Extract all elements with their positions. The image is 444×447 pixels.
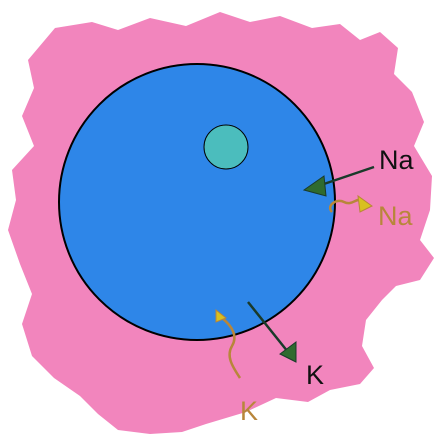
k-secondary-label: K <box>240 396 258 426</box>
na-secondary-label: Na <box>378 201 413 231</box>
na-primary-label: Na <box>379 145 414 175</box>
nucleus <box>59 64 335 340</box>
nucleolus <box>204 125 248 169</box>
k-primary-label: K <box>306 360 324 390</box>
